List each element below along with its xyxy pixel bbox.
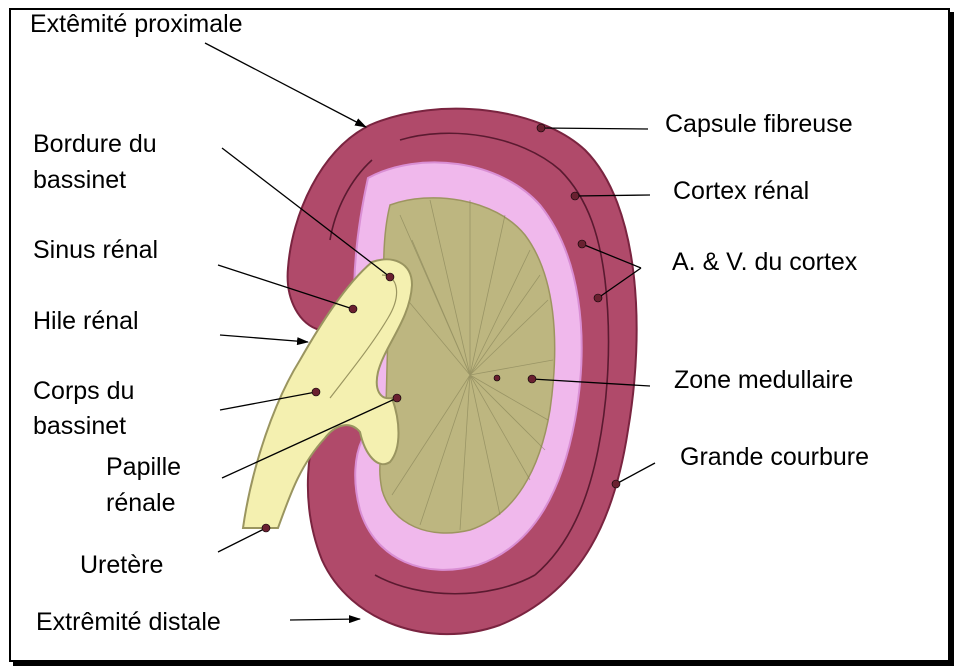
label-corps-du-bassinet-line1: Corps du [33,375,134,408]
label-extremite-distale: Extrêmité distale [36,606,221,639]
label-grande-courbure: Grande courbure [680,441,869,474]
leader-extremite-distale [290,619,360,620]
label-papille-renale-line2: rénale [106,487,176,520]
label-arteres-veines-cortex: A. & V. du cortex [672,246,857,279]
label-papille-renale-line1: Papille [106,451,181,484]
label-bordure-du-bassinet-line1: Bordure du [33,128,157,161]
label-uretere: Uretère [80,549,163,582]
leader-uretere [218,528,266,552]
leader-capsule-fibreuse [541,128,648,129]
label-capsule-fibreuse: Capsule fibreuse [665,108,853,141]
leader-hile-renal [220,335,308,342]
leader-extremite-proximale [205,43,366,127]
label-extremite-proximale: Extêmité proximale [30,8,243,41]
label-zone-medullaire: Zone medullaire [674,364,853,397]
label-sinus-renal: Sinus rénal [33,234,158,267]
label-cortex-renal: Cortex rénal [673,175,809,208]
label-hile-renal: Hile rénal [33,305,139,338]
label-bordure-du-bassinet-line2: bassinet [33,164,126,197]
label-corps-du-bassinet-line2: bassinet [33,410,126,443]
